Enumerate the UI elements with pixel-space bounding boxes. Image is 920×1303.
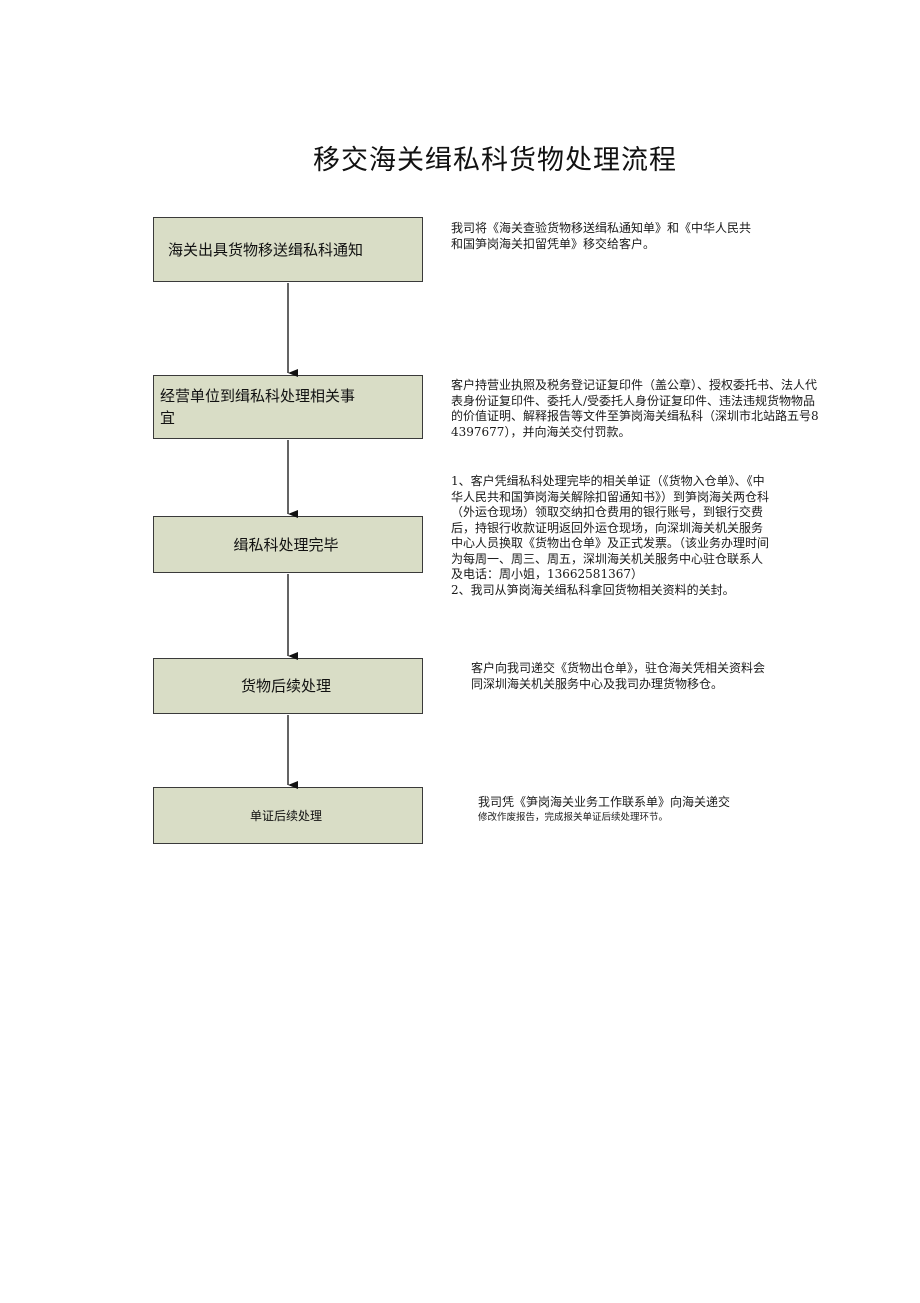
page-title: 移交海关缉私科货物处理流程 xyxy=(313,145,677,176)
step-goods-followup-box: 货物后续处理 xyxy=(153,658,423,714)
step-label: 海关出具货物移送缉私科通知 xyxy=(168,240,364,259)
step-label: 经营单位到缉私科处理相关事宜 xyxy=(160,387,356,427)
note-step-5-line-2: 修改作废报告，完成报关单证后续处理环节。 xyxy=(478,811,669,823)
note-step-1: 我司将《海关查验货物移送缉私通知单》和《中华人民共和国笋岗海关扣留凭单》移交给客… xyxy=(451,221,752,251)
step-handling-complete-box: 缉私科处理完毕 xyxy=(153,516,423,573)
step-anti-smuggling-handling-box: 经营单位到缉私科处理相关事宜 xyxy=(153,375,423,439)
note-step-3: 1、客户凭缉私科处理完毕的相关单证（《货物入仓单》、《中华人民共和国笋岗海关解除… xyxy=(451,474,769,598)
step-customs-notice-box: 海关出具货物移送缉私科通知 xyxy=(153,217,423,282)
note-step-2: 客户持营业执照及税务登记证复印件（盖公章）、授权委托书、法人代表身份证复印件、委… xyxy=(451,378,819,439)
note-step-4: 客户向我司递交《货物出仓单》，驻仓海关凭相关资料会同深圳海关机关服务中心及我司办… xyxy=(471,661,766,691)
step-label: 单证后续处理 xyxy=(249,808,322,823)
note-step-5-line-1: 我司凭《笋岗海关业务工作联系单》向海关递交 xyxy=(478,795,731,809)
note-step-3-item-1: 1、客户凭缉私科处理完毕的相关单证（《货物入仓单》、《中华人民共和国笋岗海关解除… xyxy=(451,474,770,581)
note-step-5: 我司凭《笋岗海关业务工作联系单》向海关递交 修改作废报告，完成报关单证后续处理环… xyxy=(478,795,768,825)
step-label: 货物后续处理 xyxy=(240,677,331,695)
step-document-followup-box: 单证后续处理 xyxy=(153,787,423,844)
step-label: 缉私科处理完毕 xyxy=(233,535,339,554)
note-step-3-item-2: 2、我司从笋岗海关缉私科拿回货物相关资料的关封。 xyxy=(451,582,735,597)
